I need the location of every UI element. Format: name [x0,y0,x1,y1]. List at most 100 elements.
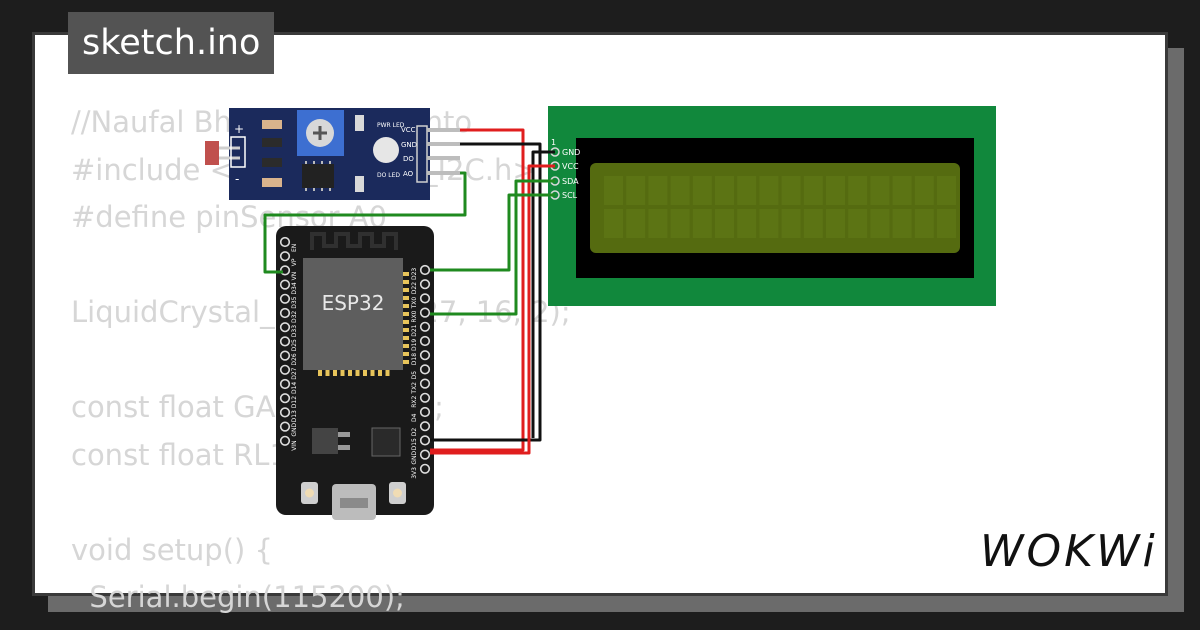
esp32-pin-right[interactable] [419,307,431,318]
esp32-pin-right[interactable] [419,293,431,304]
lcd-cell [692,176,712,205]
esp32-pin-right[interactable] [419,435,431,446]
esp32-pin-right[interactable] [419,378,431,389]
esp32-pin-left[interactable] [279,251,291,262]
light-sensor-module[interactable]: + - PWR LED DO LED VCC GND DO AO [205,108,460,200]
lcd-cell [781,209,801,238]
lcd-pin-header-label: 1 [551,138,556,147]
esp32-pin-right[interactable] [419,279,431,290]
lcd-cell [648,176,668,205]
module-pads [318,272,409,376]
esp32-pin-right[interactable] [419,421,431,432]
esp32-pin-left[interactable] [279,265,291,276]
esp32-pin-label: GND [411,450,418,464]
esp32-pin-label: D14 [291,382,298,394]
esp32-pin-left[interactable] [279,421,291,432]
esp32-pin-label: D35 [291,296,298,308]
lcd-cell [803,209,823,238]
esp32-pin-left[interactable] [279,336,291,347]
lcd-cell [848,209,868,238]
esp32-pin-right[interactable] [419,392,431,403]
esp32-pin-label: VN [291,272,298,281]
smd-component [355,176,364,192]
esp32-pin-left[interactable] [279,407,291,418]
esp32-pin-right[interactable] [419,463,431,474]
file-tab[interactable]: sketch.ino [68,12,275,74]
wire-sensor-gnd [430,142,542,442]
module-pad [363,370,367,376]
lcd-cell [826,209,845,238]
lcd-cell [759,176,779,205]
esp32-pin-left[interactable] [279,236,291,248]
esp32-pin-label: D22 [411,282,418,294]
led-label: DO LED [377,172,400,179]
module-pad [403,304,409,308]
esp32-board[interactable]: ESP32 END23VPD22VNTX0D34RX0D35D21D32D19D… [276,226,434,520]
esp32-pin-label: RX2 [411,396,418,408]
lcd-display[interactable]: 1 GND VCC SDA SCL [548,106,996,306]
esp32-pin-label: D27 [291,367,298,379]
lcd-cell [781,176,801,205]
module-pad [318,370,322,376]
lcd-cell [737,209,757,238]
comparator-ic [302,164,334,188]
lcd-character-cells [604,176,956,238]
wire-lcd-sda [430,179,555,316]
esp32-pin-right[interactable] [419,321,431,332]
module-pad [403,352,409,356]
code-line: void setup() { [71,532,273,567]
lcd-cell [870,176,890,205]
polarity-minus: - [235,172,239,186]
module-pad [355,370,360,376]
lcd-cell [914,209,934,238]
esp32-pin-left[interactable] [279,279,291,290]
esp32-pin-label: D19 [411,339,418,351]
esp32-pin-label: D13 [291,410,298,422]
esp32-pin-left[interactable] [279,293,291,304]
module-pad [403,320,409,324]
smd-component [355,115,364,131]
lcd-cell [803,176,823,205]
esp32-pin-right[interactable] [419,364,431,375]
esp32-pin-right[interactable] [419,406,431,418]
esp32-pin-left[interactable] [279,435,291,446]
esp32-pin-right[interactable] [419,335,431,347]
esp32-pin-label: D12 [291,396,298,408]
esp32-pin-left[interactable] [279,378,291,390]
esp32-pin-right[interactable] [419,449,431,460]
esp32-pin-left[interactable] [279,393,291,404]
esp32-pin-left[interactable] [279,364,291,375]
lcd-cell [626,176,646,205]
antenna-icon [310,232,398,250]
esp32-pin-label: D25 [291,339,298,351]
lcd-cell [848,176,868,205]
lcd-cell [737,176,757,205]
wire-sensor-vcc [430,128,525,452]
esp32-pin-labels: END23VPD22VNTX0D34RX0D35D21D32D19D33D18D… [291,244,418,479]
esp32-pin-left[interactable] [279,307,291,319]
esp32-pin-left[interactable] [279,350,291,361]
esp32-pin-label: VP [291,258,298,266]
led-label: PWR LED [377,122,405,129]
esp32-pin-label: D23 [411,268,418,280]
lcd-cell [892,176,912,205]
esp32-pin-left[interactable] [279,322,291,333]
module-pad [370,370,375,376]
esp32-module [303,258,403,370]
esp32-pin-label: TX2 [411,382,418,395]
lcd-cell [892,209,912,238]
polarity-plus: + [234,122,244,136]
module-pad [403,296,409,300]
esp32-pin-right[interactable] [419,350,431,361]
lcd-cell [626,209,646,238]
lcd-cell [692,209,712,238]
esp32-pin-label: VIN [291,440,298,450]
lcd-cell [604,209,623,238]
wire-lcd-scl [430,193,555,272]
lcd-cell [914,176,934,205]
ldr-socket [230,136,246,168]
sensor-pins: VCC GND DO AO [401,125,460,183]
esp32-pin-right[interactable] [419,264,431,276]
esp32-pin-label: D33 [291,325,298,337]
